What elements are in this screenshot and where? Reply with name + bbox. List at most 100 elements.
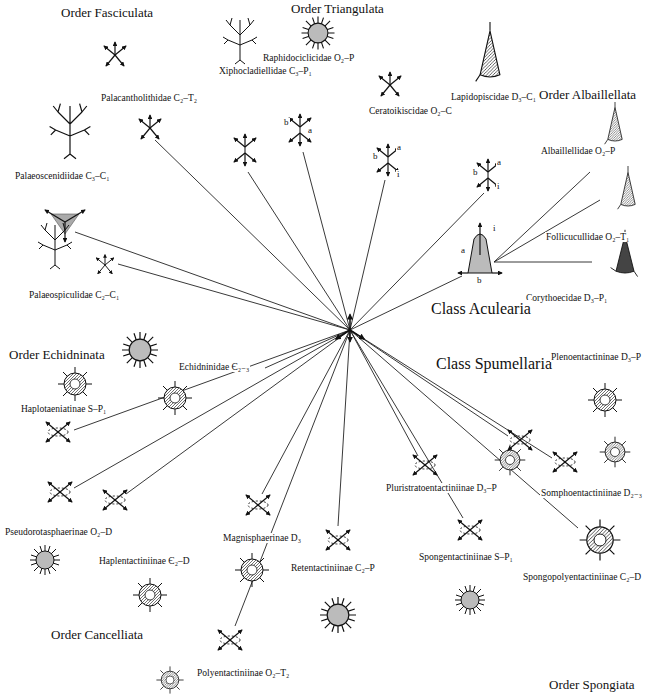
taxon-label: Ceratoikiscidae O₂–C xyxy=(368,106,453,116)
taxon-label: Haplentactiniinae Є₂–D xyxy=(98,556,191,566)
specimen-figure xyxy=(46,422,70,442)
specimen-figure xyxy=(246,495,270,515)
axis-letter: i xyxy=(496,182,501,192)
taxon-label: Spongopolyentactiniinae C₂–D xyxy=(522,572,642,582)
specimen-figure xyxy=(336,314,365,341)
taxon-label: Plenoentactininae D₃–P xyxy=(550,352,642,362)
specimen-figure xyxy=(104,42,126,66)
axis-letter: a xyxy=(460,246,466,256)
tree-branch xyxy=(235,330,350,626)
axis-letter: b xyxy=(283,118,290,128)
taxon-label: Pseudorotasphaerinae O₂–D xyxy=(4,527,113,537)
taxon-label: Lapidopiscidae D₃–C₁ xyxy=(450,92,537,102)
taxon-label: Palaeospiculidae C₂–C₁ xyxy=(28,290,120,300)
taxon-label: Raphidociclicidae O₂–P xyxy=(262,53,355,63)
specimen-figure xyxy=(320,597,356,633)
axis-letter: a xyxy=(307,126,313,136)
axis-letter: b xyxy=(372,152,379,162)
specimen-figure xyxy=(495,445,526,476)
specimen-figure xyxy=(103,490,127,510)
taxon-label: Pluristratoentactiniinae D₃–P xyxy=(385,483,498,493)
taxon-label: Palacantholithidae C₂–T₂ xyxy=(100,93,198,103)
specimen-figure xyxy=(413,455,437,475)
specimen-figure xyxy=(30,545,60,575)
taxon-label: Corythoecidae D₃–P₁ xyxy=(525,293,608,303)
specimen-figure xyxy=(48,482,72,502)
tree-branch xyxy=(262,330,350,494)
specimen-figure xyxy=(223,18,257,64)
specimen-figure xyxy=(508,430,532,450)
taxon-label: Spongentactiniinae S–P₁ xyxy=(418,552,514,562)
class-label: Class Spumellaria xyxy=(435,355,553,373)
taxon-label: Polyentactiniinae O₂–T₂ xyxy=(196,668,290,678)
specimen-figure xyxy=(38,223,72,269)
tree-branch xyxy=(494,200,600,262)
tree-branch xyxy=(303,152,350,330)
tree-branch xyxy=(126,330,350,494)
tree-branch xyxy=(338,330,350,526)
tree-branch xyxy=(350,330,418,456)
class-label: Class Aculearia xyxy=(430,300,532,318)
tree-branch xyxy=(118,264,350,330)
specimen-figure xyxy=(326,530,350,550)
tree-branch xyxy=(494,172,590,262)
specimen-figure xyxy=(302,17,335,50)
axis-letter: i xyxy=(396,170,401,180)
taxon-label: Echidninidae Є₂₋₃ xyxy=(178,362,250,372)
specimen-figure xyxy=(218,630,242,650)
order-label: Order Echidninata xyxy=(8,348,106,362)
taxon-label: Haplotaeniatinae S–P₁ xyxy=(20,404,107,414)
specimen-figure xyxy=(618,166,636,209)
tree-branch xyxy=(350,330,552,458)
specimen-figure xyxy=(235,553,269,587)
axis-letter: b xyxy=(472,168,479,178)
taxon-label: Xiphocladiellidae C₃–P₁ xyxy=(218,66,313,76)
taxon-label: Somphoentactiniinae D₂₋₃ xyxy=(540,488,643,498)
taxon-label: Palaeoscenidiidae C₃–C₁ xyxy=(14,171,110,181)
order-label: Order Triangulata xyxy=(290,2,385,16)
specimen-figure xyxy=(588,383,622,417)
order-label: Order Cancelliata xyxy=(50,628,144,642)
specimen-figure xyxy=(139,115,161,139)
axis-letter: a xyxy=(496,158,502,168)
specimen-figure xyxy=(45,210,85,242)
specimen-figures xyxy=(30,17,638,694)
specimen-figure xyxy=(580,520,621,561)
tree-branch xyxy=(75,232,350,330)
specimen-figure xyxy=(379,72,401,96)
taxon-label: Albaillellidae O₂–P xyxy=(540,146,616,156)
specimen-figure xyxy=(458,520,482,540)
specimen-figure xyxy=(156,666,183,693)
specimen-figure xyxy=(455,585,485,615)
specimen-figure xyxy=(553,452,577,472)
tree-branch xyxy=(350,180,385,330)
tree-branch xyxy=(248,172,350,330)
specimen-figure xyxy=(600,437,631,468)
order-label: Order Spongiata xyxy=(548,678,636,692)
specimen-figure xyxy=(133,578,167,612)
taxon-label: Magnisphaerinae D₃ xyxy=(222,533,302,543)
tree-branch xyxy=(74,330,350,488)
axis-letter: a xyxy=(396,143,402,153)
specimen-figure xyxy=(58,367,92,401)
specimen-figure xyxy=(122,332,158,368)
tree-branch xyxy=(74,330,350,430)
specimen-figure xyxy=(476,22,500,81)
taxon-label: Retentactiniinae C₂–P xyxy=(290,563,376,573)
axis-letter: b xyxy=(476,276,483,286)
specimen-figure xyxy=(96,255,114,274)
specimen-figure xyxy=(158,381,192,415)
tree-branch xyxy=(155,140,350,330)
axis-letter: i xyxy=(492,224,497,234)
specimen-figure xyxy=(605,101,623,144)
order-label: Order Albaillellata xyxy=(538,88,637,102)
specimen-figure xyxy=(234,134,256,166)
tree-branch xyxy=(350,330,508,436)
taxon-label: Follicucullidae O₂–T₁ xyxy=(545,232,630,242)
tree-branch xyxy=(494,262,592,263)
order-label: Order Fasciculata xyxy=(60,6,154,20)
specimen-figure xyxy=(458,223,502,273)
tree-branches xyxy=(74,140,600,626)
